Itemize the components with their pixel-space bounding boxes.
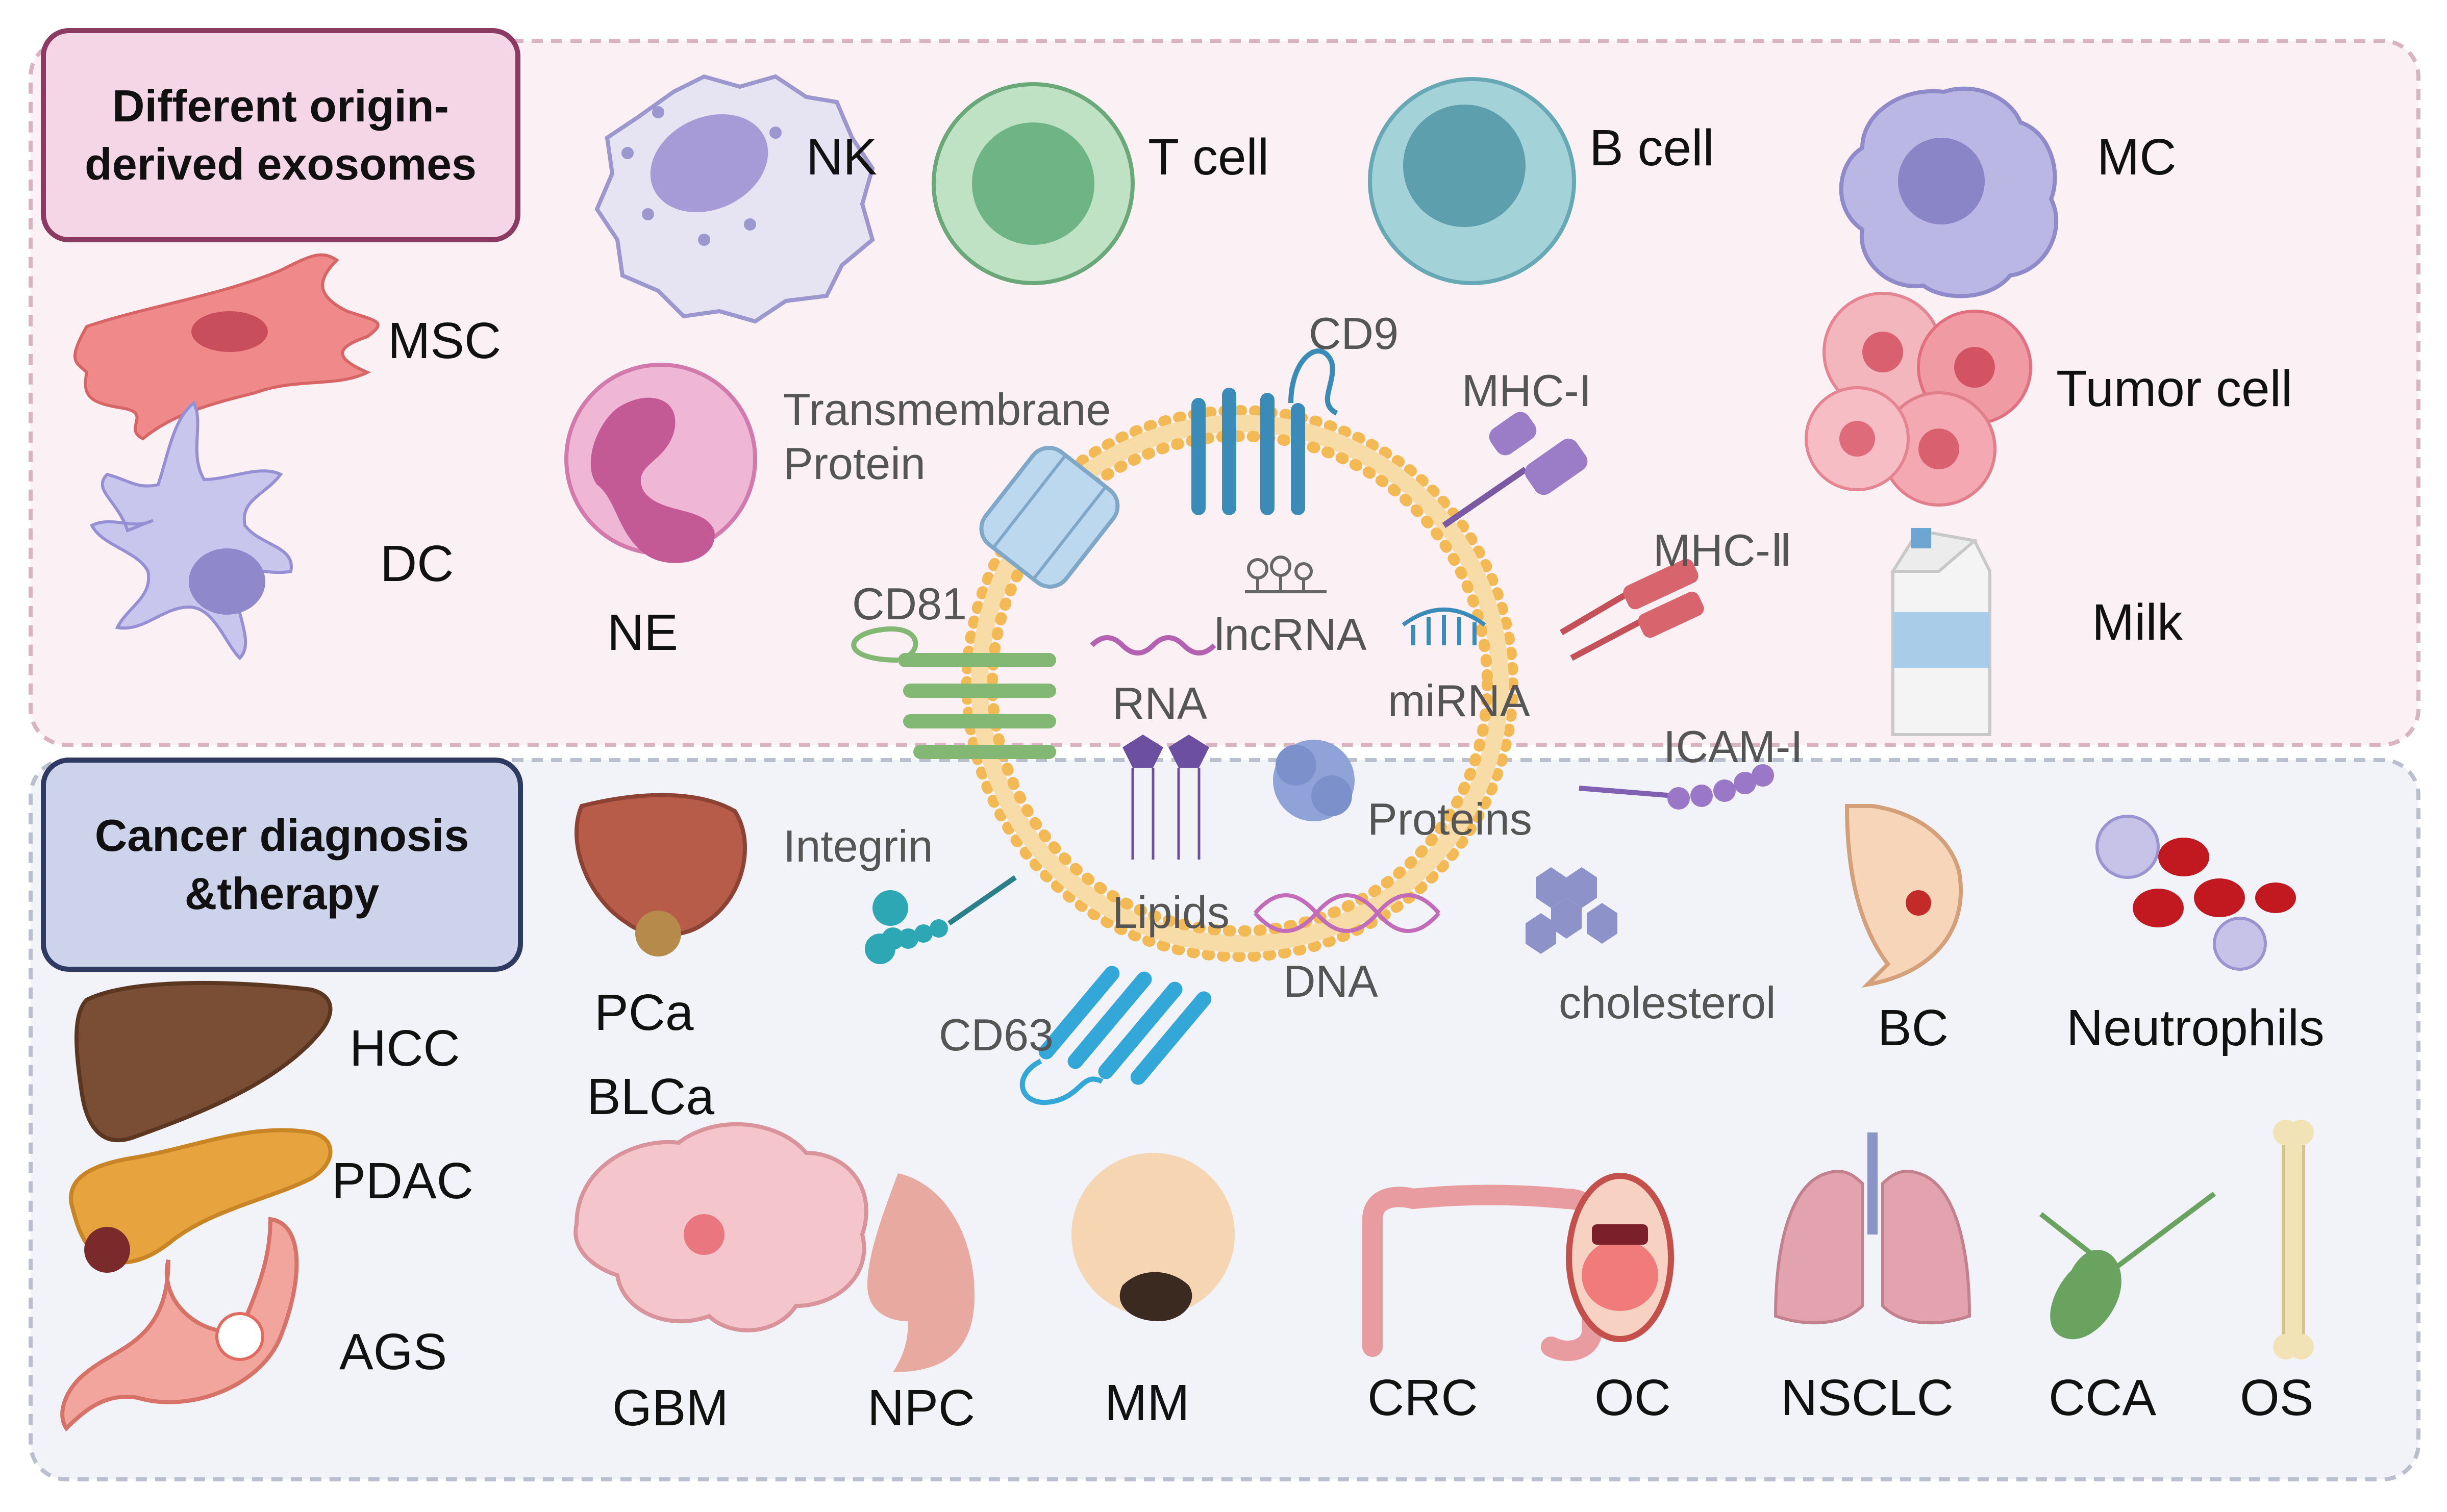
neutrophils-label: Neutrophils — [2066, 999, 2325, 1056]
origin-section-title: Different origin- derived exosomes — [85, 80, 477, 189]
breast-icon — [1844, 804, 1963, 988]
nsclc-label: NSCLC — [1781, 1369, 1954, 1426]
liver-icon — [74, 980, 333, 1142]
nk-label: NK — [806, 129, 877, 186]
mhc1-protein-icon — [1442, 412, 1588, 528]
lncrna-icon — [1245, 556, 1327, 593]
cd81-label: CD81 — [852, 578, 967, 629]
dna-helix-icon — [1253, 893, 1441, 933]
cd9-label: CD9 — [1309, 308, 1399, 359]
mc-cell-icon — [1839, 86, 2058, 298]
cancer-header-box — [41, 758, 523, 972]
proteins-label: Proteins — [1367, 794, 1532, 844]
blca-label: BLCa — [587, 1068, 715, 1125]
transmembrane-protein-icon — [979, 445, 1120, 589]
hcc-label: HCC — [349, 1020, 460, 1077]
cd9-protein-icon — [1191, 348, 1338, 515]
prostate-bladder-icon — [575, 793, 747, 956]
bc-label: BC — [1878, 999, 1949, 1056]
msc-label: MSC — [388, 312, 502, 369]
integrin-label: Integrin — [783, 821, 933, 871]
icam1-protein-icon — [1579, 764, 1774, 810]
bone-icon — [2273, 1120, 2314, 1359]
milk-carton-icon — [1890, 528, 1991, 736]
tumor-cell-icon — [1805, 292, 2032, 507]
pca-label: PCa — [594, 984, 694, 1041]
b-cell-icon — [1368, 77, 1576, 285]
cca-label: CCA — [2049, 1369, 2157, 1426]
cholesterol-icon — [1526, 867, 1617, 954]
transmembrane-label: Transmembrane Protein — [783, 384, 1111, 489]
integrin-protein-icon — [865, 875, 1017, 964]
os-label: OS — [2240, 1369, 2314, 1426]
oc-label: OC — [1594, 1369, 1671, 1426]
mc-label: MC — [2097, 129, 2177, 186]
nose-icon — [867, 1173, 975, 1372]
ne-label: NE — [607, 604, 678, 661]
gbm-label: GBM — [612, 1379, 729, 1437]
lungs-icon — [1774, 1132, 1971, 1325]
lipids-label: Lipids — [1112, 887, 1230, 938]
milk-label: Milk — [2092, 594, 2183, 651]
rna-strand-icon — [1090, 635, 1216, 656]
rna-label: RNA — [1112, 678, 1207, 728]
cancer-section-title: Cancer diagnosis &therapy — [94, 810, 469, 919]
nk-cell-icon — [594, 74, 875, 324]
mhc2-label: MHC-Ⅱ — [1653, 525, 1793, 575]
dna-label: DNA — [1283, 956, 1378, 1006]
lncrna-label: lncRNA — [1214, 609, 1367, 660]
dc-label: DC — [380, 535, 454, 592]
stomach-icon — [60, 1217, 299, 1432]
cd63-label: CD63 — [939, 1010, 1054, 1060]
mirna-icon — [1402, 608, 1486, 645]
mm-label: MM — [1105, 1374, 1190, 1431]
neutrophils-icon — [2095, 815, 2296, 971]
ags-label: AGS — [339, 1323, 447, 1380]
protein-blob-icon — [1273, 740, 1355, 821]
b-cell-label: B cell — [1589, 119, 1714, 177]
crc-label: CRC — [1367, 1369, 1478, 1426]
icam1-label: ICAM-I — [1663, 721, 1803, 772]
ne-cell-icon — [564, 363, 757, 563]
tumor-cell-label: Tumor cell — [2056, 360, 2293, 417]
dc-cell-icon — [89, 400, 293, 661]
t-cell-icon — [932, 82, 1135, 285]
lipid-icon — [1122, 735, 1209, 860]
mhc1-label: MHC-I — [1462, 365, 1592, 416]
mhc2-protein-icon — [1559, 559, 1704, 661]
mirna-label: miRNA — [1388, 675, 1530, 726]
npc-label: NPC — [867, 1379, 976, 1437]
origin-header-box — [41, 28, 520, 242]
pancreas-icon — [69, 1128, 333, 1273]
colon-icon — [1362, 1185, 1602, 1362]
cd81-protein-icon — [851, 626, 1056, 759]
msc-cell-icon — [73, 253, 380, 441]
brain-icon — [573, 1122, 868, 1332]
cd63-protein-icon — [1019, 966, 1212, 1105]
oral-cavity-icon — [1566, 1173, 1674, 1342]
cholesterol-label: cholesterol — [1559, 977, 1776, 1028]
t-cell-label: T cell — [1148, 129, 1269, 186]
mouth-melanoma-icon — [1071, 1153, 1235, 1321]
pdac-label: PDAC — [332, 1152, 473, 1209]
gallbladder-icon — [2039, 1192, 2216, 1340]
